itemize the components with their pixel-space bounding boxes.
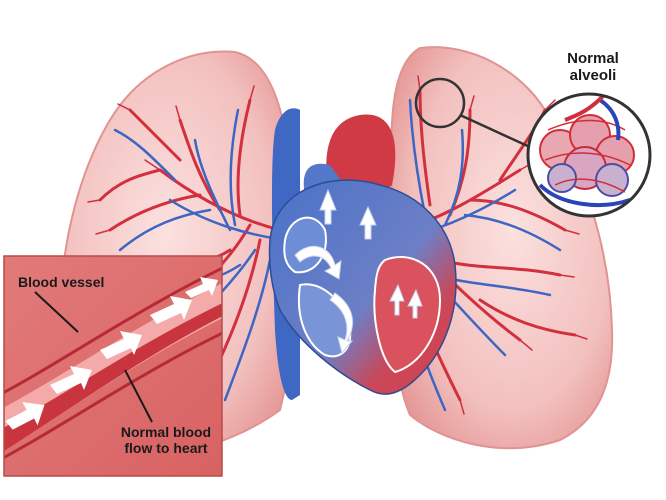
normal-blood-flow-label: Normal blood flow to heart <box>116 424 216 456</box>
alveoli-label-line2: alveoli <box>569 67 617 85</box>
flow-arrow <box>100 331 142 359</box>
flow-label-line2: flow to heart <box>124 440 208 457</box>
flow-arrow <box>150 296 192 324</box>
flow-arrow <box>5 402 45 430</box>
zoom-connector <box>459 113 533 150</box>
vessel-flow-arrows <box>5 277 218 430</box>
heart-flow-arrows <box>294 188 423 355</box>
alveoli-zoom-source <box>414 77 466 129</box>
right-atrium <box>283 216 327 274</box>
alveoli-inset <box>526 92 652 218</box>
vessel-lumen <box>4 303 222 452</box>
flow-label-line1: Normal blood <box>120 424 212 440</box>
flow-arrow <box>50 366 92 394</box>
alveoli-label-line1: Normal <box>567 50 619 67</box>
normal-alveoli-label: Normal alveoli <box>548 50 638 85</box>
left-ventricle <box>373 255 442 374</box>
blood-vessel-inset <box>3 255 223 477</box>
flow-arrow <box>185 277 218 298</box>
vessel-pointer <box>34 291 79 333</box>
aorta <box>326 114 396 200</box>
right-lung-vessels <box>393 75 588 415</box>
blood-vessel-label: Blood vessel <box>18 274 105 290</box>
heart <box>268 108 457 401</box>
flow-pointer <box>124 369 153 423</box>
alveoli-cluster <box>538 94 635 207</box>
